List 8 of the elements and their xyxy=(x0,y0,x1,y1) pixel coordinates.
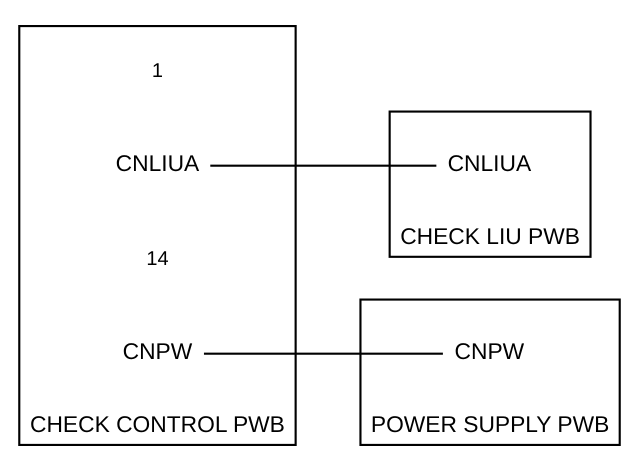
node-text: CNPW xyxy=(122,338,192,364)
connector xyxy=(203,352,442,354)
node-text: CNLIUA xyxy=(115,150,199,176)
label: 1 xyxy=(151,59,163,82)
connector xyxy=(210,164,436,166)
node-text: CNLIUA xyxy=(447,150,531,176)
label: 14 xyxy=(146,247,168,270)
node-text: CNPW xyxy=(454,338,524,364)
